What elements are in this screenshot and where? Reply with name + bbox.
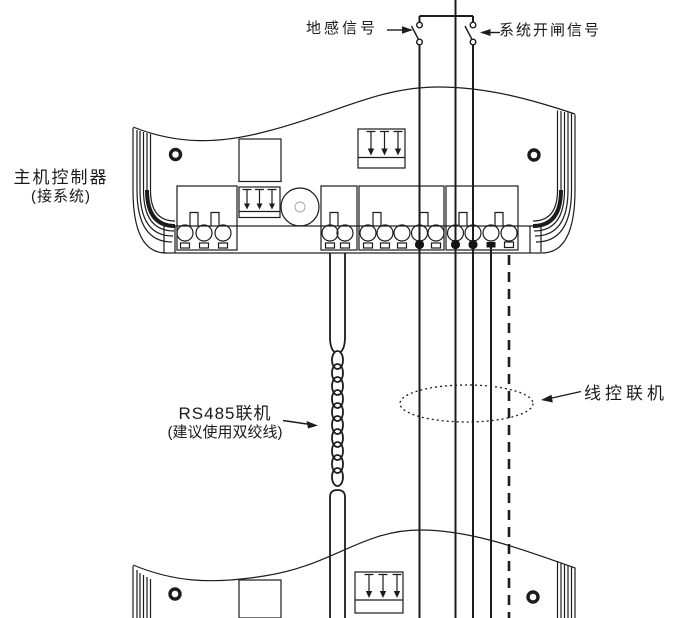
housing-corner-left <box>132 189 176 254</box>
pin-connector-top <box>357 128 406 169</box>
mounting-hole-right <box>527 148 541 162</box>
terminal-block-3 <box>358 185 445 251</box>
signal-input-wires <box>410 0 511 618</box>
component-box-2 <box>238 579 282 618</box>
buzzer-center <box>294 201 306 213</box>
rs485-label: RS485联机 (建议使用双绞线) <box>130 404 320 441</box>
ground-sensor-switch <box>410 16 424 618</box>
terminal-block-rs485 <box>320 185 358 251</box>
terminal-dot <box>414 239 425 250</box>
mounting-hole-left-2 <box>168 587 182 601</box>
rs485-arrow <box>282 419 318 429</box>
terminal-clamp <box>486 242 496 248</box>
housing-corner-right <box>532 189 576 254</box>
rs485-label-line2: (建议使用双绞线) <box>167 423 283 441</box>
wire-control-arrow <box>541 390 582 403</box>
wire-control-ellipse <box>399 384 534 423</box>
annotation-arrows <box>282 26 582 429</box>
gate-open-switch <box>464 16 477 618</box>
rs485-label-line1: RS485联机 <box>178 404 272 423</box>
ground-sensor-label: 地感信号 <box>306 20 379 37</box>
secondary-controller-housing <box>132 529 576 618</box>
terminal-strip <box>163 225 542 254</box>
main-controller-label-line2: (接系统) <box>31 187 91 205</box>
rs485-wire-pair <box>329 253 346 618</box>
housing2-left-edge <box>132 566 152 618</box>
terminal-dots <box>414 239 496 250</box>
ground-sensor-arrow <box>387 26 413 34</box>
housing-break-line <box>132 86 576 142</box>
mounting-hole-left <box>168 147 183 162</box>
twisted-pair <box>331 350 344 487</box>
housing-right-edge <box>556 110 576 190</box>
housing2-right-edge <box>556 562 576 618</box>
housing-left-edge <box>132 128 152 190</box>
buzzer-circle <box>280 187 320 227</box>
terminal-dot <box>450 239 461 250</box>
main-controller-label-line1: 主机控制器 <box>13 168 109 187</box>
pin-connector-mid <box>238 186 281 219</box>
terminal-block-4 <box>445 185 519 251</box>
gate-open-arrow <box>480 29 500 36</box>
main-controller-label: 主机控制器 (接系统) <box>0 168 122 205</box>
terminal-dot <box>468 239 478 250</box>
component-box <box>238 138 282 183</box>
system-gate-open-label: 系统开闸信号 <box>499 22 602 39</box>
mounting-hole-right-2 <box>526 590 540 604</box>
main-controller-housing <box>132 86 576 254</box>
housing2-break-line <box>132 529 576 582</box>
wire-control-label: 线控联机 <box>584 384 668 403</box>
terminal-block-1 <box>176 185 238 251</box>
pin-connector-2 <box>354 571 404 614</box>
